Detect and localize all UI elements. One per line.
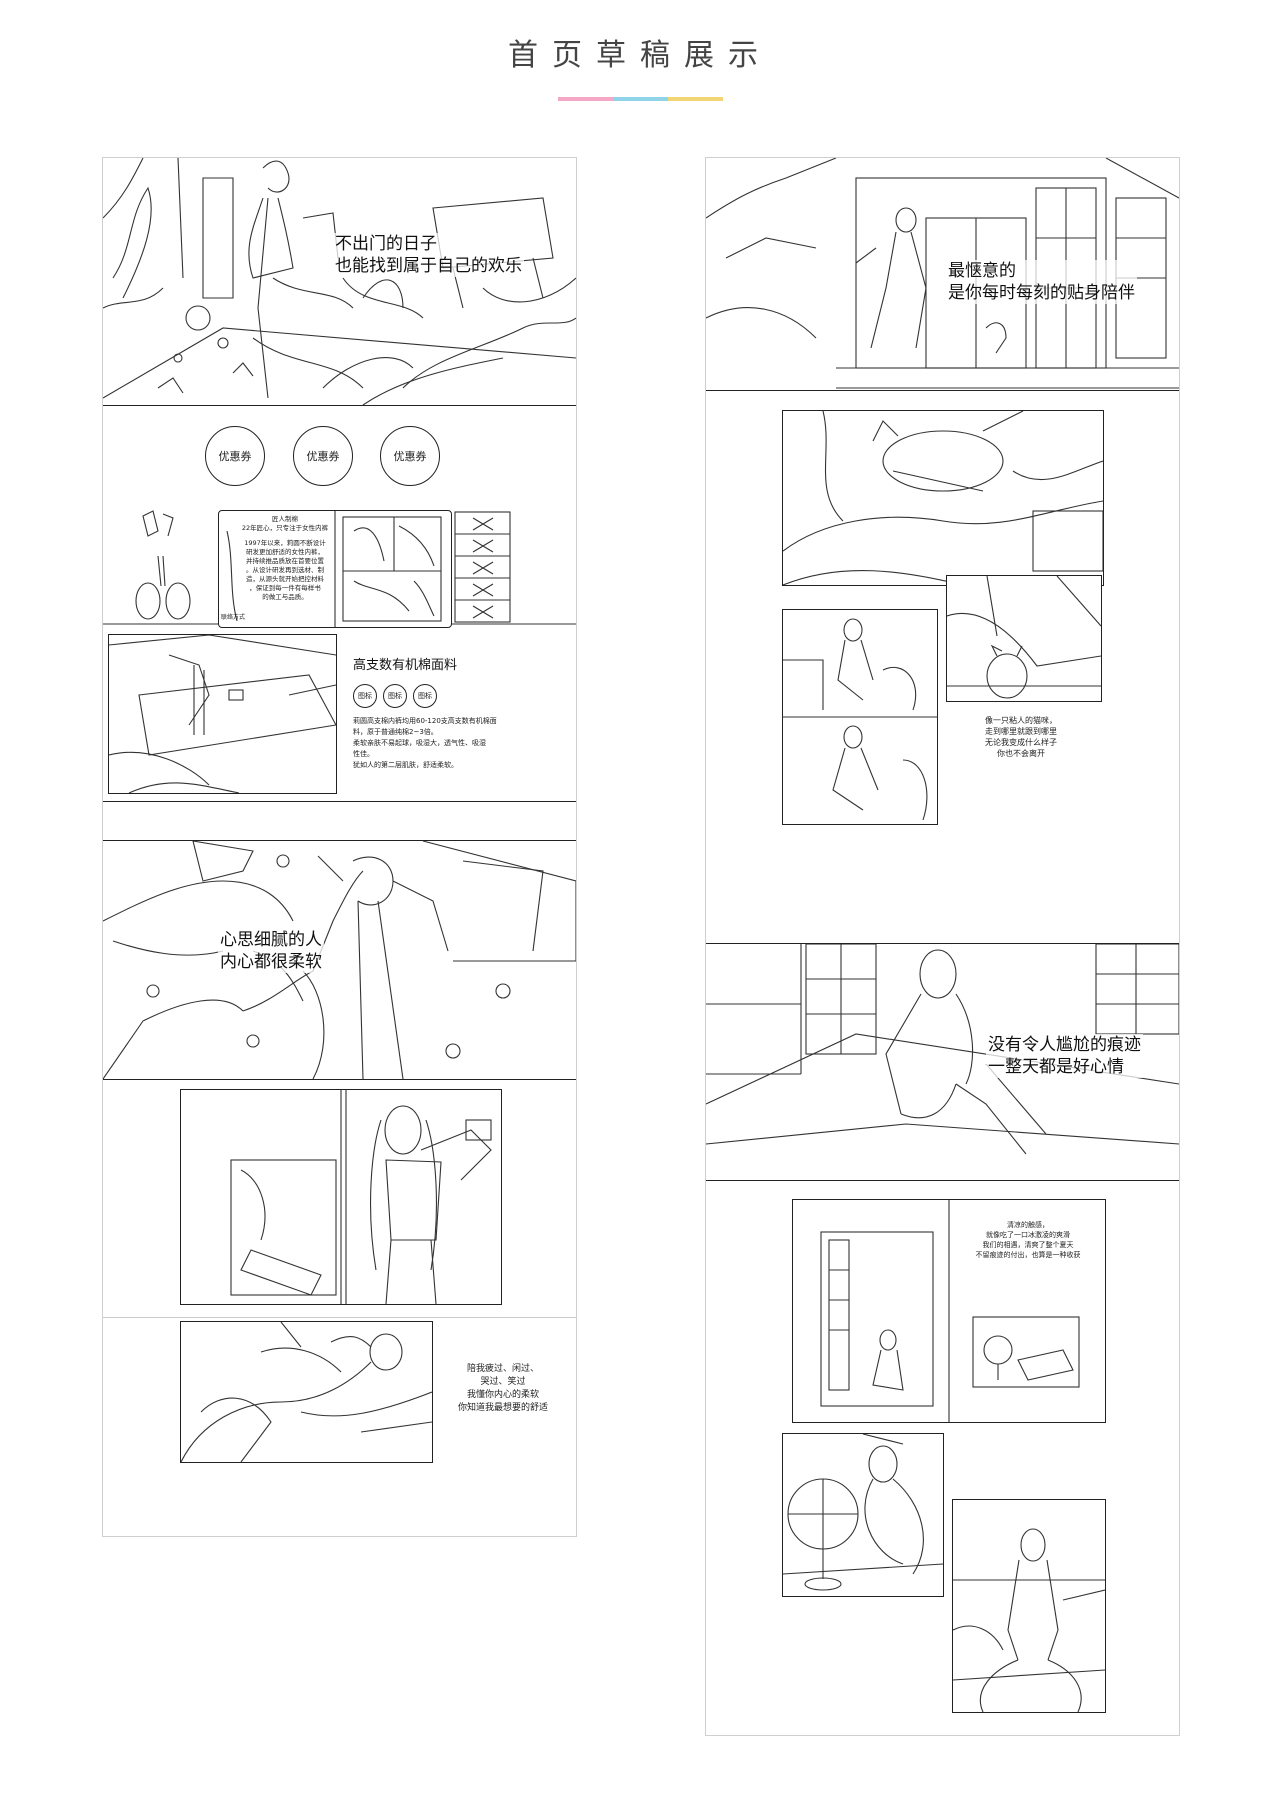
cat-caption: 像一只粘人的猫咪，走到哪里就跟到哪里 无论我变成什么样子你也不会离开: [985, 716, 1057, 758]
lying-woman-sketch: [181, 1322, 432, 1462]
woman-sofa-sketch: [783, 618, 937, 821]
contact-link[interactable]: 联络方式: [221, 614, 246, 621]
cool-book-frame: 清凉的触感，就像吃了一口冰激凌的爽滑 我们的相遇，清爽了整个夏天不留痕迹的付出，…: [792, 1199, 1106, 1423]
floor-panel: 没有令人尴尬的痕迹一整天都是好心情: [706, 944, 1179, 1181]
woman-bedroom-frame: [952, 1499, 1106, 1713]
company-caption: 陪我疲过、闲过、哭过、笑过 我懂你内心的柔软你知道我最想要的舒适: [457, 1364, 548, 1413]
fabric-icon-3: 图标: [413, 684, 437, 708]
page-title: 首页草稿展示: [508, 38, 772, 73]
title-bar-pink: [558, 97, 613, 101]
coupon-button-3[interactable]: 优惠券: [380, 426, 440, 486]
mirror-frame: [180, 1089, 502, 1305]
left-hero-caption: 不出门的日子 也能找到属于自己的欢乐: [333, 233, 524, 277]
cool-panel: 清凉的触感，就像吃了一口冰激凌的爽滑 我们的相遇，清爽了整个夏天不留痕迹的付出，…: [706, 1181, 1179, 1735]
fabric-panel: 高支数有机棉面料 图标 图标 图标 莉圆高支棉内裤均用60-120支高支数有机棉…: [103, 634, 576, 802]
sewing-machine-sketch: [109, 635, 336, 793]
fabric-icon-1: 图标: [353, 684, 377, 708]
coupon-book-panel: 优惠券 优惠券 优惠券 匠人制棉: [103, 406, 576, 634]
bed-pillow-scene-sketch: [103, 841, 576, 1079]
woman-bedroom-sketch: [953, 1528, 1105, 1712]
book-subheading: 22年匠心，只专注于女性内裤: [241, 524, 329, 532]
title-bar-blue: [613, 97, 668, 101]
cool-caption: 清凉的触感，就像吃了一口冰激凌的爽滑 我们的相遇，清爽了整个夏天不留痕迹的付出，…: [975, 1221, 1081, 1259]
woman-camera-sketch: [230, 1090, 492, 1304]
right-sketch-column: 最惬意的是你每时每刻的贴身陪伴: [705, 157, 1180, 1736]
cat-floor-sketch: [947, 576, 1101, 699]
fabric-description: 莉圆高支棉内裤均用60-120支高支数有机棉面料，原于普通纯棉2~3倍。 柔软亲…: [353, 717, 497, 769]
woman-sofa-frame: [782, 609, 938, 825]
right-hero-panel: 最惬意的是你每时每刻的贴身陪伴: [706, 158, 1179, 391]
right-hero-caption: 最惬意的是你每时每刻的贴身陪伴: [946, 260, 1137, 304]
cat-floor-frame: [946, 575, 1102, 702]
lying-woman-frame: [180, 1321, 433, 1463]
cat-lap-frame: [782, 410, 1104, 586]
fan-floor-sketch: [783, 1434, 943, 1591]
floor-caption: 没有令人尴尬的痕迹一整天都是好心情: [986, 1034, 1143, 1078]
company-panel: 陪我疲过、闲过、哭过、笑过 我懂你内心的柔软你知道我最想要的舒适: [103, 1317, 576, 1536]
book-right-page-sketch: [226, 511, 442, 627]
left-sketch-column: 不出门的日子 也能找到属于自己的欢乐 优惠券 优惠券 优惠券: [102, 157, 577, 1537]
mirror-panel: [103, 1079, 576, 1317]
title-bar-yellow: [668, 97, 723, 101]
cool-book-sketch: [820, 1200, 1080, 1422]
book-text: 匠人制棉 22年匠心，只专注于女性内裤 1997年以来，莉圆不断设计研发更加舒适…: [237, 515, 333, 602]
caption-line: 不出门的日子: [333, 233, 524, 255]
book-heading: 匠人制棉: [272, 515, 298, 523]
fan-floor-frame: [782, 1433, 944, 1597]
coupon-button-2[interactable]: 优惠券: [293, 426, 353, 486]
fabric-title: 高支数有机棉面料: [353, 658, 458, 673]
left-hero-panel: 不出门的日子 也能找到属于自己的欢乐: [103, 158, 576, 406]
cleaning-scene-sketch: [103, 158, 576, 405]
book-spread: 匠人制棉 22年匠心，只专注于女性内裤 1997年以来，莉圆不断设计研发更加舒适…: [218, 510, 452, 628]
section-spacer: [103, 802, 576, 841]
sewing-machine-frame: [108, 634, 337, 794]
soft-heart-caption: 心思细腻的人内心都很柔软: [218, 929, 324, 973]
coupon-button-1[interactable]: 优惠券: [205, 426, 265, 486]
caption-line: 也能找到属于自己的欢乐: [333, 255, 524, 277]
soft-heart-panel: 心思细腻的人内心都很柔软: [103, 841, 576, 1080]
cat-panel: 像一只粘人的猫咪，走到哪里就跟到哪里 无论我变成什么样子你也不会离开: [706, 390, 1179, 944]
fabric-icon-2: 图标: [383, 684, 407, 708]
cat-lap-sketch: [783, 411, 1103, 585]
